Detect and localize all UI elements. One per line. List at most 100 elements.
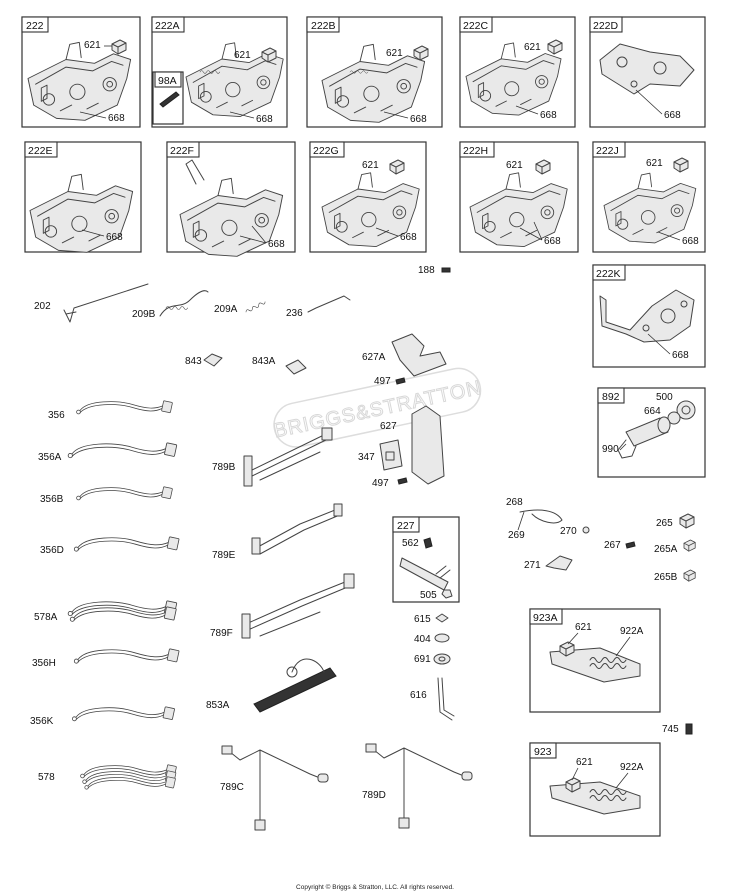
harness-853A[interactable]: 853A <box>206 658 337 713</box>
harness-789C[interactable]: 789C <box>220 745 329 831</box>
svg-text:621: 621 <box>576 757 593 768</box>
svg-text:265: 265 <box>656 518 673 529</box>
svg-text:853A: 853A <box>206 700 230 711</box>
harness-356[interactable]: 356 <box>48 400 173 421</box>
part-404[interactable]: 404 <box>414 633 450 645</box>
svg-text:356K: 356K <box>30 716 54 727</box>
svg-text:209A: 209A <box>214 304 238 315</box>
harness-578[interactable]: 578 <box>38 764 177 790</box>
assembly-box-923A[interactable]: 923A 621 922A <box>529 608 661 713</box>
svg-text:222B: 222B <box>311 20 336 32</box>
svg-text:668: 668 <box>400 232 417 243</box>
harness-356K[interactable]: 356K <box>30 706 176 727</box>
svg-text:668: 668 <box>256 114 273 125</box>
assembly-box-222D[interactable]: 222D 668 <box>589 16 706 128</box>
assembly-box-222C[interactable]: 222C 621 668 <box>459 16 576 128</box>
svg-text:222G: 222G <box>313 145 339 157</box>
copyright-notice: Copyright © Briggs & Stratton, LLC. All … <box>296 884 454 891</box>
harness-356A[interactable]: 356A <box>38 442 178 463</box>
svg-text:222C: 222C <box>463 20 489 32</box>
svg-text:789E: 789E <box>212 550 236 561</box>
svg-text:843A: 843A <box>252 356 276 367</box>
svg-text:892: 892 <box>602 391 620 403</box>
part-265A[interactable]: 265A <box>654 539 696 555</box>
harness-789F[interactable]: 789F <box>210 573 355 639</box>
harness-578A[interactable]: 578A <box>34 600 178 623</box>
svg-text:265A: 265A <box>654 544 678 555</box>
part-209A[interactable]: 209A <box>214 300 267 315</box>
part-616[interactable]: 616 <box>410 677 455 721</box>
part-202[interactable]: 202 <box>34 283 149 323</box>
svg-text:668: 668 <box>268 239 285 250</box>
svg-text:668: 668 <box>108 113 125 124</box>
assembly-box-222F[interactable]: 222F 668 <box>166 141 296 257</box>
assembly-box-222K[interactable]: 222K 668 <box>592 264 706 368</box>
assembly-box-222H[interactable]: 222H 621 668 <box>459 141 579 253</box>
assembly-box-222[interactable]: 222 621 668 <box>21 16 141 128</box>
assembly-box-222G[interactable]: 222G 621 668 <box>309 141 427 253</box>
svg-text:789F: 789F <box>210 628 233 639</box>
svg-text:745: 745 <box>662 724 679 735</box>
part-843[interactable]: 843 <box>185 353 223 367</box>
svg-text:356D: 356D <box>40 545 64 556</box>
ignition-switch-box-892[interactable]: 892 500 664 990 <box>597 387 706 478</box>
part-497-b[interactable]: 497 <box>372 477 408 489</box>
harness-789E[interactable]: 789E <box>212 503 343 561</box>
part-267[interactable]: 267 <box>604 540 636 551</box>
part-268[interactable]: 268 <box>506 497 563 524</box>
part-627[interactable]: 627 <box>380 405 445 485</box>
svg-text:270: 270 <box>560 526 577 537</box>
part-347[interactable]: 347 <box>358 439 403 471</box>
svg-text:668: 668 <box>672 350 689 361</box>
svg-text:789B: 789B <box>212 462 236 473</box>
svg-text:668: 668 <box>106 232 123 243</box>
part-615[interactable]: 615 <box>414 613 449 625</box>
part-691[interactable]: 691 <box>414 653 451 665</box>
svg-text:922A: 922A <box>620 626 644 637</box>
svg-text:923: 923 <box>534 746 552 758</box>
svg-text:691: 691 <box>414 654 431 665</box>
svg-text:664: 664 <box>644 406 661 417</box>
assembly-box-222J[interactable]: 222J 621 668 <box>592 141 706 253</box>
part-843A[interactable]: 843A <box>252 356 307 375</box>
svg-text:621: 621 <box>524 42 541 53</box>
assembly-box-227[interactable]: 227 562 505 <box>392 516 460 603</box>
part-209B[interactable]: 209B <box>132 290 209 320</box>
part-265[interactable]: 265 <box>656 513 695 529</box>
part-270[interactable]: 270 <box>560 526 590 537</box>
svg-text:500: 500 <box>656 392 673 403</box>
svg-text:616: 616 <box>410 690 427 701</box>
svg-text:621: 621 <box>575 622 592 633</box>
part-269[interactable]: 269 <box>508 511 525 541</box>
svg-text:347: 347 <box>358 452 375 463</box>
assembly-box-923[interactable]: 923 621 922A <box>529 742 661 837</box>
harness-789B[interactable]: 789B <box>212 427 333 487</box>
svg-text:668: 668 <box>544 236 561 247</box>
harness-789D[interactable]: 789D <box>362 743 473 829</box>
svg-text:222: 222 <box>26 20 44 32</box>
part-188[interactable]: 188 <box>418 265 451 276</box>
part-265B[interactable]: 265B <box>654 569 696 583</box>
svg-text:227: 227 <box>397 520 415 532</box>
part-236[interactable]: 236 <box>286 295 351 319</box>
svg-text:222H: 222H <box>463 145 488 157</box>
assembly-box-222B[interactable]: 222B 621 668 <box>306 16 443 128</box>
svg-text:98A: 98A <box>158 75 177 87</box>
svg-text:621: 621 <box>386 48 403 59</box>
assembly-box-222A[interactable]: 222A 98A 621 668 <box>151 16 288 128</box>
svg-text:222A: 222A <box>155 20 180 32</box>
svg-text:356A: 356A <box>38 452 62 463</box>
svg-text:497: 497 <box>374 376 391 387</box>
part-497-a[interactable]: 497 <box>374 376 406 387</box>
harness-356H[interactable]: 356H <box>32 648 180 669</box>
harness-356D[interactable]: 356D <box>40 536 180 556</box>
part-627A[interactable]: 627A <box>362 333 447 377</box>
svg-text:209B: 209B <box>132 309 156 320</box>
part-745[interactable]: 745 <box>662 723 693 735</box>
svg-text:621: 621 <box>362 160 379 171</box>
svg-text:222E: 222E <box>28 145 53 157</box>
harness-356B[interactable]: 356B <box>40 486 173 505</box>
svg-text:621: 621 <box>84 40 101 51</box>
part-271[interactable]: 271 <box>524 555 573 571</box>
assembly-box-222E[interactable]: 222E 668 <box>24 141 142 253</box>
